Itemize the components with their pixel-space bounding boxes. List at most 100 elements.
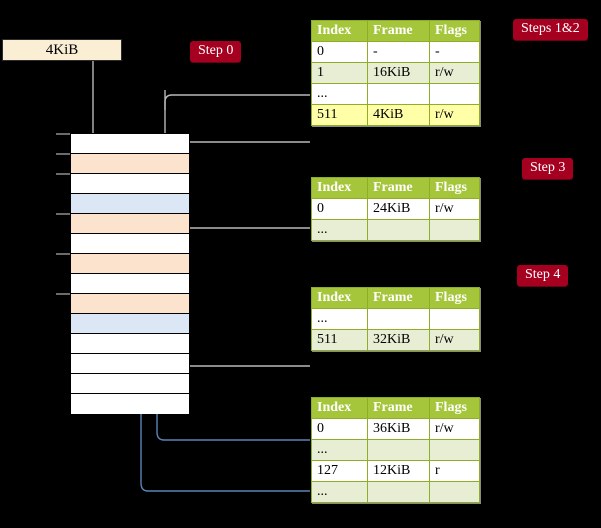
- table-row: ...: [311, 439, 480, 461]
- badge-step-4-label: Step 4: [525, 267, 561, 282]
- memory-cell: [71, 174, 189, 194]
- cell-frame: 16KiB: [367, 62, 430, 84]
- badge-step-0-label: Step 0: [198, 43, 234, 58]
- cell-frame: 24KiB: [367, 198, 430, 220]
- memory-tick: [56, 213, 70, 215]
- memory-cell: [71, 234, 189, 254]
- table-row: 1 16KiB r/w: [311, 62, 480, 84]
- cell-index: 127: [311, 460, 368, 482]
- cell-flags: r/w: [429, 418, 480, 440]
- column-header-index: Index: [311, 177, 368, 199]
- column-header-index: Index: [311, 287, 368, 309]
- wire-pml4-row1-left: [164, 94, 310, 110]
- cell-frame: [367, 219, 430, 241]
- cell-index: 0: [311, 41, 368, 63]
- memory-cell: [71, 254, 189, 274]
- cell-index: ...: [311, 439, 368, 461]
- cell-frame: 32KiB: [367, 329, 430, 351]
- memory-cell: [71, 194, 189, 214]
- cell-index: 0: [311, 418, 368, 440]
- column-header-index: Index: [311, 397, 368, 419]
- pml4-table: Index Frame Flags 0 - - 1 16KiB r/w ...: [311, 20, 480, 126]
- source-frame-box: 4KiB: [2, 39, 122, 61]
- table-header-row: Index Frame Flags: [311, 287, 480, 309]
- cell-flags: r: [429, 460, 480, 482]
- memory-cell: [71, 134, 189, 154]
- wire-pdpt-to-mem: [178, 227, 310, 252]
- cell-index: 511: [311, 104, 368, 126]
- memory-cell: [71, 314, 189, 334]
- cell-flags: [429, 439, 480, 461]
- column-header-flags: Flags: [429, 177, 480, 199]
- column-header-frame: Frame: [367, 287, 430, 309]
- cell-index: ...: [311, 219, 368, 241]
- column-header-frame: Frame: [367, 20, 430, 42]
- table-row: ...: [311, 308, 480, 330]
- cell-flags: -: [429, 41, 480, 63]
- memory-cell: [71, 374, 189, 394]
- table-header-row: Index Frame Flags: [311, 177, 480, 199]
- cell-flags: [429, 481, 480, 503]
- cell-index: 511: [311, 329, 368, 351]
- cell-flags: r/w: [429, 329, 480, 351]
- table-row: 511 32KiB r/w: [311, 329, 480, 351]
- memory-tick: [56, 133, 70, 135]
- cell-index: ...: [311, 308, 368, 330]
- column-header-flags: Flags: [429, 20, 480, 42]
- table-row: 127 12KiB r: [311, 460, 480, 482]
- column-header-flags: Flags: [429, 397, 480, 419]
- cell-frame: 4KiB: [367, 104, 430, 126]
- memory-cell: [71, 334, 189, 354]
- table-row: 511 4KiB r/w: [311, 104, 480, 126]
- cell-frame: [367, 481, 430, 503]
- table-row: ...: [311, 219, 480, 241]
- cell-flags: [429, 219, 480, 241]
- memory-cell: [71, 354, 189, 374]
- pt-table: Index Frame Flags 0 36KiB r/w ... 127 12…: [311, 397, 480, 503]
- cell-frame: [367, 439, 430, 461]
- cell-frame: 12KiB: [367, 460, 430, 482]
- cell-frame: [367, 308, 430, 330]
- memory-tick: [56, 253, 70, 255]
- pd-table: Index Frame Flags ... 511 32KiB r/w: [311, 287, 480, 351]
- column-header-frame: Frame: [367, 397, 430, 419]
- memory-cell: [71, 274, 189, 294]
- table-header-row: Index Frame Flags: [311, 397, 480, 419]
- cell-index: ...: [311, 481, 368, 503]
- memory-tick: [56, 153, 70, 155]
- cell-flags: r/w: [429, 104, 480, 126]
- column-header-index: Index: [311, 20, 368, 42]
- column-header-flags: Flags: [429, 287, 480, 309]
- table-row: 0 36KiB r/w: [311, 418, 480, 440]
- memory-tick: [56, 173, 70, 175]
- badge-steps-1-2-label: Steps 1&2: [521, 21, 580, 36]
- table-row: ...: [311, 83, 480, 105]
- cell-flags: r/w: [429, 198, 480, 220]
- table-row: 0 - -: [311, 41, 480, 63]
- pdpt-table: Index Frame Flags 0 24KiB r/w ...: [311, 177, 480, 241]
- cell-frame: -: [367, 41, 430, 63]
- cell-flags: [429, 83, 480, 105]
- badge-step-3-label: Step 3: [530, 160, 566, 175]
- column-header-frame: Frame: [367, 177, 430, 199]
- cell-index: 1: [311, 62, 368, 84]
- cell-flags: r/w: [429, 62, 480, 84]
- physical-memory-column: [70, 133, 190, 414]
- cell-frame: 36KiB: [367, 418, 430, 440]
- cell-flags: [429, 308, 480, 330]
- table-row: ...: [311, 481, 480, 503]
- memory-tick: [56, 293, 70, 295]
- memory-cell: [71, 294, 189, 314]
- cell-index: ...: [311, 83, 368, 105]
- badge-step-4: Step 4: [517, 265, 569, 286]
- badge-steps-1-2: Steps 1&2: [513, 19, 588, 40]
- cell-frame: [367, 83, 430, 105]
- memory-cell: [71, 394, 189, 414]
- source-frame-label: 4KiB: [45, 42, 79, 58]
- badge-step-3: Step 3: [522, 158, 574, 179]
- cell-index: 0: [311, 198, 368, 220]
- memory-cell: [71, 214, 189, 234]
- memory-cell: [71, 154, 189, 174]
- badge-step-0: Step 0: [190, 41, 242, 62]
